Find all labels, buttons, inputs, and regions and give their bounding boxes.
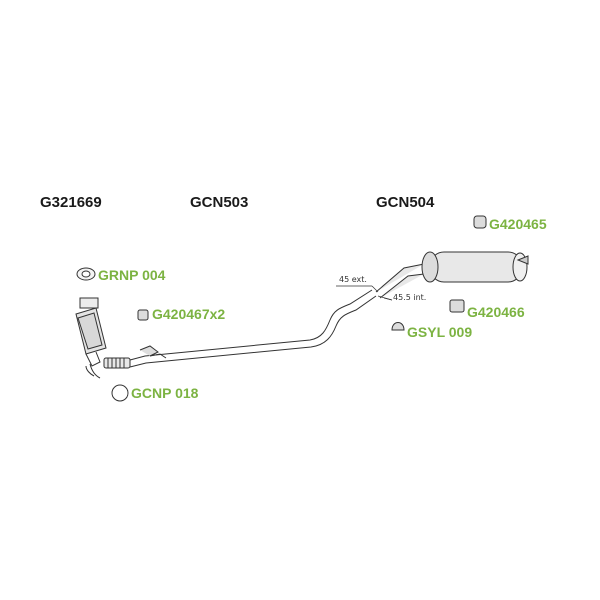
accessory-grnp-004[interactable]: GRNP 004: [98, 267, 166, 283]
dimension-lines: [336, 285, 393, 301]
part-number-rear-silencer[interactable]: GCN504: [376, 194, 435, 211]
rear-silencer-drawing: [375, 251, 529, 299]
accessory-g420466[interactable]: G420466: [467, 304, 525, 320]
part-number-middle-pipe[interactable]: GCN503: [190, 194, 249, 211]
part-number-front-pipe[interactable]: G321669: [40, 194, 102, 211]
middle-pipe-drawing: [129, 289, 377, 368]
accessory-g420465[interactable]: G420465: [489, 216, 547, 232]
accessory-icons: [76, 215, 487, 402]
flex-joint-drawing: [103, 357, 131, 369]
catalytic-converter-drawing: [75, 297, 107, 379]
dimension-outer: 45 ext.: [339, 275, 367, 284]
accessory-g420467x2[interactable]: G420467x2: [152, 306, 226, 322]
accessory-gsyl-009[interactable]: GSYL 009: [407, 324, 473, 340]
dimension-inner: 45.5 int.: [393, 293, 427, 302]
accessory-gcnp-018[interactable]: GCNP 018: [131, 385, 199, 401]
